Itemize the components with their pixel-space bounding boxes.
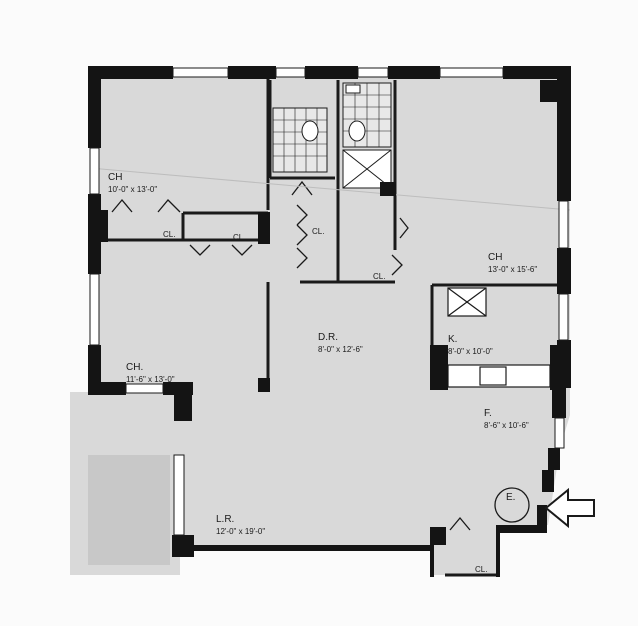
window xyxy=(558,293,569,341)
closet-label: CL. xyxy=(475,565,487,574)
window xyxy=(275,67,306,78)
room-name: K. xyxy=(448,334,457,345)
wall-top-mid1 xyxy=(228,66,276,79)
wall-top-mid2 xyxy=(305,66,358,79)
door-swing xyxy=(296,224,308,246)
wall-bottom-run xyxy=(190,545,433,551)
wall-lr-bottom xyxy=(172,535,194,557)
wall-closet-right xyxy=(496,525,546,533)
room-size: 13'-0" x 15'-6" xyxy=(488,265,537,274)
wall-bottom-ch2 xyxy=(163,382,193,395)
kitchen-fixtures xyxy=(447,287,551,388)
main-floor xyxy=(90,70,570,575)
window xyxy=(173,454,185,536)
room-name: L.R. xyxy=(216,514,234,525)
wall-left-bottom xyxy=(88,345,101,392)
closet-label: CL. xyxy=(233,233,245,242)
wall-bottom-left xyxy=(88,382,126,395)
closet-label: CL. xyxy=(373,272,385,281)
closet-labels: CL. CL. CL. CL. CL. xyxy=(163,227,487,574)
door-swing xyxy=(296,247,308,269)
room-labels: CH 10'-0" x 13'-0" CH 13'-0" x 15'-6" D.… xyxy=(108,172,537,536)
door-swing xyxy=(399,217,409,239)
wall-top-left xyxy=(88,66,173,79)
room-size: 8'-0" x 12'-6" xyxy=(318,345,363,354)
bath-fixtures xyxy=(301,84,392,189)
wall-bath-corner xyxy=(380,182,396,196)
toilet-left xyxy=(301,120,319,142)
room-name: CH xyxy=(488,252,502,263)
wall-ch-corner2 xyxy=(258,212,270,244)
windows xyxy=(89,67,569,536)
scan-crease xyxy=(89,167,571,211)
entry-circle xyxy=(494,487,530,523)
balcony-shade xyxy=(88,455,170,565)
window xyxy=(172,67,229,78)
door-swing xyxy=(157,199,181,213)
room-size: 8'-6" x 10'-6" xyxy=(484,421,529,430)
wall-top-corner-r xyxy=(540,80,558,102)
wall-right-step1 xyxy=(548,448,560,470)
toilet-right xyxy=(348,120,366,142)
wall-ch2-corner xyxy=(258,378,270,392)
wall-closet-left xyxy=(430,527,446,545)
wall-right-top xyxy=(557,66,571,201)
wall-right-step3 xyxy=(537,505,547,533)
window xyxy=(89,273,100,346)
room-size: 8'-0" x 10'-0" xyxy=(448,347,493,356)
window xyxy=(439,67,504,78)
wall-right-f xyxy=(552,388,566,418)
entrance-arrow-icon xyxy=(544,487,595,529)
window xyxy=(558,200,569,249)
window xyxy=(554,417,565,449)
wall-lr-top xyxy=(174,395,192,421)
window xyxy=(89,147,100,195)
entry-label: E. xyxy=(506,492,515,503)
door-swing xyxy=(449,516,471,531)
partitions xyxy=(95,75,568,577)
wall-ch-corner1 xyxy=(98,210,108,242)
kitchen-sink xyxy=(479,366,507,386)
wall-kitchen-corner xyxy=(430,345,448,390)
stove-x2 xyxy=(447,287,487,317)
room-name: CH. xyxy=(126,362,143,373)
room-name: D.R. xyxy=(318,332,338,343)
wall-closet-rside xyxy=(496,525,500,577)
door-swings xyxy=(111,180,471,531)
door-swing xyxy=(296,204,308,226)
wall-left-mid xyxy=(88,194,101,274)
sink xyxy=(345,84,361,94)
closet-label: CL. xyxy=(312,227,324,236)
room-size: 10'-0" x 13'-0" xyxy=(108,185,157,194)
wall-kitchen-right xyxy=(550,345,558,390)
room-size: 12'-0" x 19'-0" xyxy=(216,527,265,536)
window xyxy=(125,383,164,394)
bath-left-tiles xyxy=(272,107,328,173)
door-swing xyxy=(231,244,253,256)
window xyxy=(357,67,389,78)
door-swing xyxy=(291,180,313,196)
room-name: CH xyxy=(108,172,122,183)
wall-right-mid xyxy=(557,248,571,294)
wall-right-k xyxy=(557,340,571,388)
exterior-walls xyxy=(88,66,571,577)
door-swing xyxy=(111,198,133,213)
wall-left-top xyxy=(88,66,101,148)
room-name: F. xyxy=(484,408,492,419)
wall-top-mid3 xyxy=(388,66,440,79)
shower-x2 xyxy=(342,149,392,189)
door-swing xyxy=(189,244,211,256)
wall-closet-side xyxy=(430,545,434,577)
door-swing xyxy=(391,254,403,276)
closet-label: CL. xyxy=(163,230,175,239)
room-size: 11'-6" x 13'-0" xyxy=(126,375,175,384)
wall-right-step2 xyxy=(542,470,554,492)
wall-top-right xyxy=(503,66,571,79)
